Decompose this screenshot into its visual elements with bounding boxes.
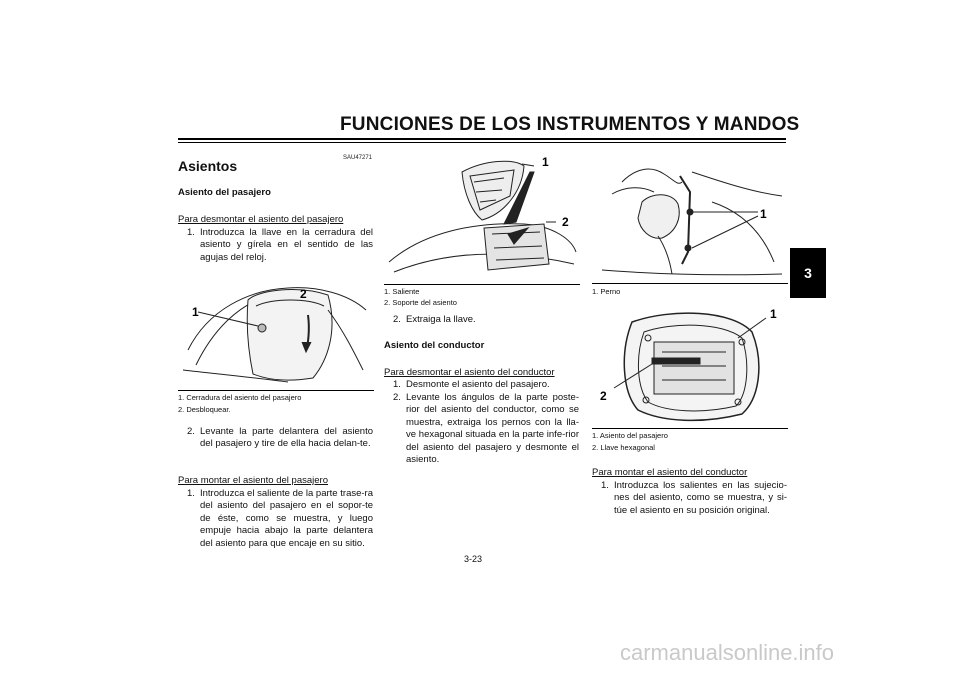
figure-callout-1: 1: [770, 307, 777, 321]
step-2-lift-rider-seat: 2. Levante los ángulos de la parte poste…: [393, 392, 579, 466]
header-rule-thin: [178, 142, 786, 143]
figure-callout-2: 2: [300, 287, 307, 301]
caption-hex-key: 2. Llave hexagonal: [592, 443, 655, 452]
section-code: SAU47271: [343, 155, 373, 161]
step-1-remove-passenger-seat: 1. Desmonte el asiento del pasajero.: [393, 379, 579, 391]
subsection-rider-seat: Asiento del conductor: [384, 340, 485, 351]
figure-bolts: 1: [601, 168, 783, 276]
remove-passenger-heading: Para desmontar el asiento del pasajero: [178, 214, 344, 225]
step-text: Desmonte el asiento del pasajero.: [406, 379, 550, 390]
figure-callout-1: 1: [192, 305, 199, 319]
step-number: 1.: [187, 227, 195, 238]
page-number: 3-23: [464, 554, 483, 564]
chapter-tab: 3: [790, 248, 826, 298]
step-number: 2.: [393, 314, 401, 325]
figure-callout-2: 2: [600, 389, 607, 403]
caption-lock: 1. Cerradura del asiento del pasajero: [178, 393, 302, 402]
install-passenger-heading: Para montar el asiento del pasajero: [178, 475, 328, 486]
step-2-lift-seat: 2. Levante la parte delantera del asient…: [187, 426, 373, 451]
figure-callout-2: 2: [562, 215, 569, 229]
figure-callout-1: 1: [542, 155, 549, 169]
caption-rule: [592, 283, 788, 284]
caption-rule: [178, 390, 374, 391]
caption-bolt: 1. Perno: [592, 287, 621, 296]
step-number: 1.: [187, 488, 195, 499]
install-rider-heading: Para montar el asiento del conductor: [592, 467, 748, 478]
step-text: Introduzca los salientes en las sujecio-…: [614, 480, 787, 516]
figure-seat-lock: 1 2: [182, 287, 367, 383]
caption-projection: 1. Saliente: [384, 287, 420, 296]
remove-rider-heading: Para desmontar el asiento del conductor: [384, 367, 555, 378]
caption-unlock: 2. Desbloquear.: [178, 405, 231, 414]
figure-callout-1: 1: [760, 207, 767, 221]
step-1-insert-key: 1. Introduzca la llave en la cerradura d…: [187, 227, 373, 264]
step-2-remove-key: 2. Extraiga la llave.: [393, 314, 579, 326]
section-title: Asientos: [178, 158, 238, 174]
step-number: 1.: [601, 480, 609, 491]
step-text: Levante los ángulos de la parte poste-ri…: [406, 392, 579, 466]
step-1-insert-projection: 1. Introduzca el saliente de la parte tr…: [187, 488, 373, 550]
step-number: 1.: [393, 379, 401, 390]
page-header-title: FUNCIONES DE LOS INSTRUMENTOS Y MANDOS: [340, 114, 800, 135]
watermark: carmanualsonline.info: [620, 640, 835, 665]
step-text: Extraiga la llave.: [406, 314, 476, 325]
step-number: 2.: [393, 392, 401, 403]
figure-hex-key: 1 2: [600, 307, 777, 422]
caption-passenger-seat: 1. Asiento del pasajero: [592, 431, 668, 440]
step-text: Introduzca el saliente de la parte trase…: [200, 488, 373, 549]
caption-seat-holder: 2. Soporte del asiento: [384, 298, 457, 307]
step-text: Introduzca la llave en la cerradura del …: [200, 227, 373, 263]
step-number: 2.: [187, 426, 195, 437]
subsection-passenger-seat: Asiento del pasajero: [178, 187, 271, 198]
caption-rule: [384, 284, 580, 285]
step-1-insert-projections: 1. Introduzca los salientes en las sujec…: [601, 480, 787, 517]
header-rule: [178, 138, 786, 140]
caption-rule: [592, 428, 788, 429]
figure-seat-holder: 1 2: [388, 155, 577, 273]
step-text: Levante la parte delantera del asiento d…: [200, 426, 373, 450]
